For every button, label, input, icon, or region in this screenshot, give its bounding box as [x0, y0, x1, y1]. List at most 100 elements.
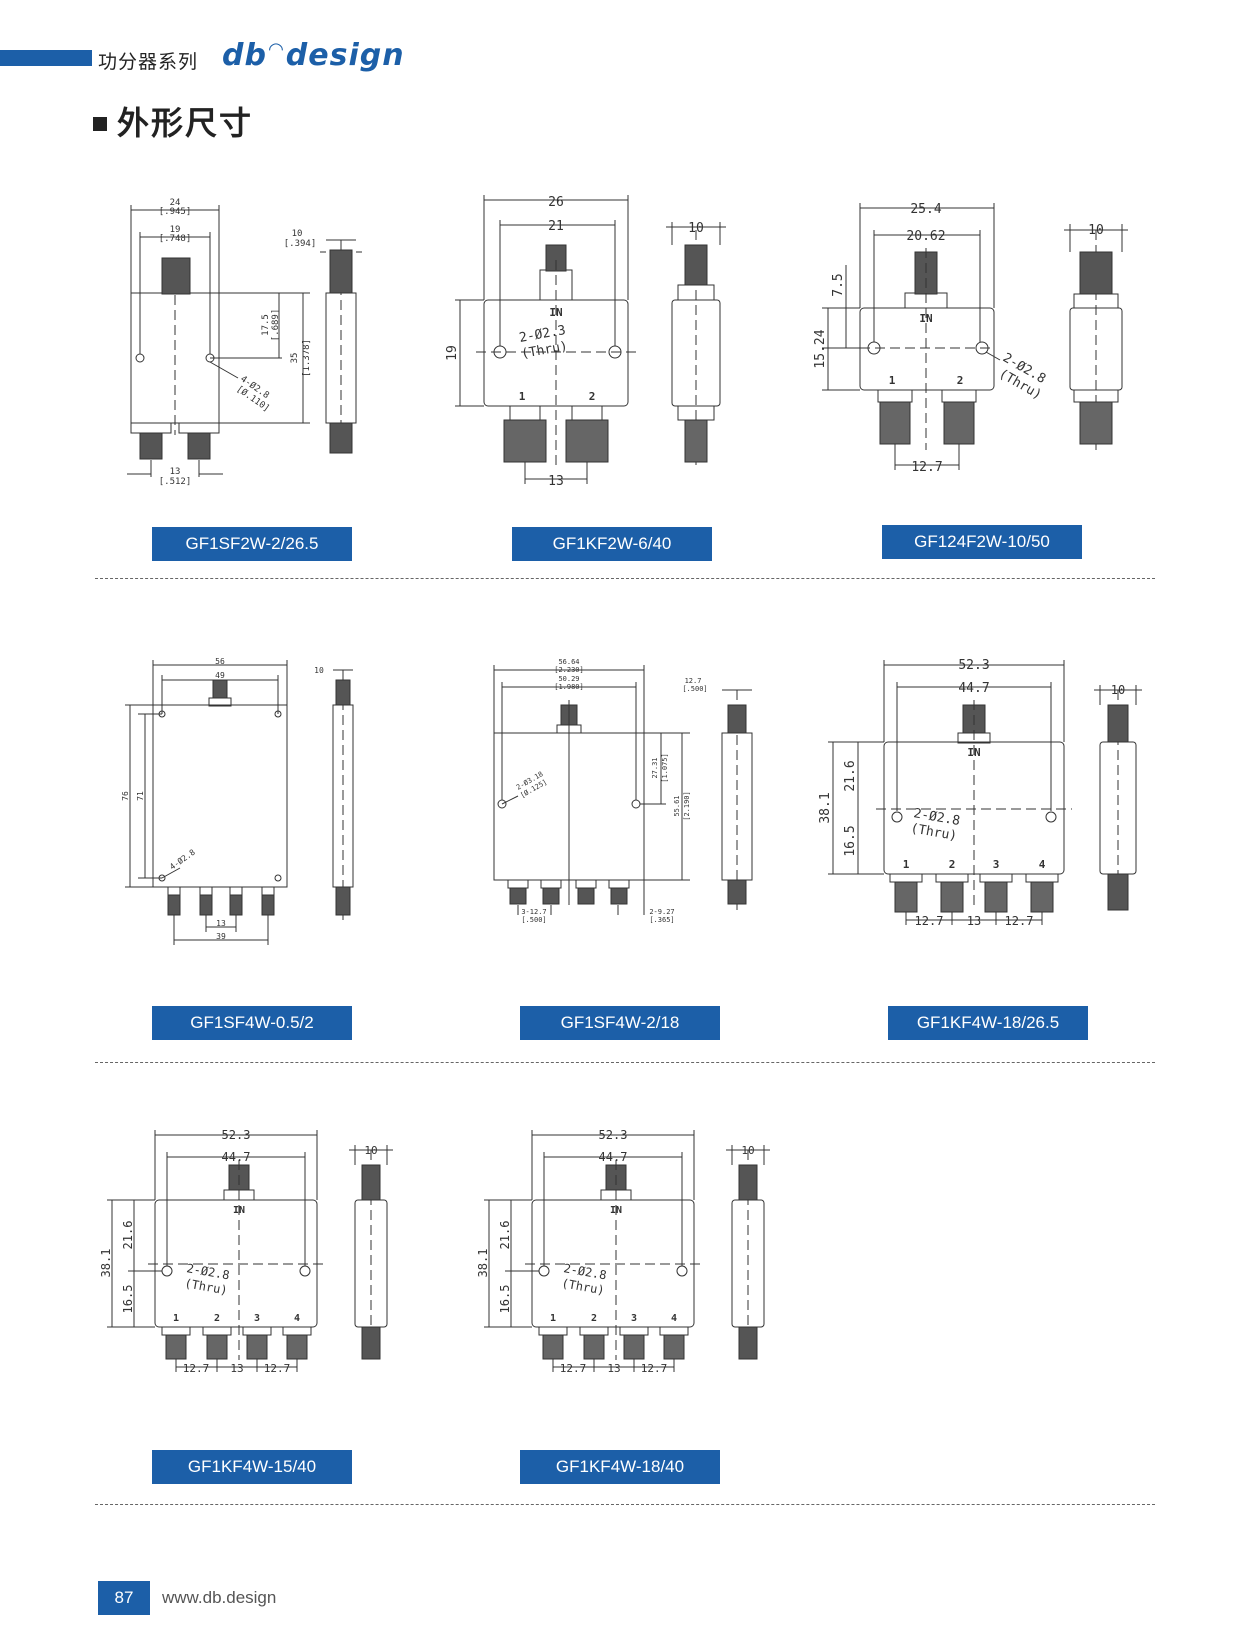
port-label: IN	[967, 746, 980, 759]
dim-text: 16.5	[121, 1285, 135, 1314]
dim-text: 21.6	[121, 1221, 135, 1250]
port-label: 2	[214, 1313, 220, 1324]
dim-text: 13	[216, 919, 226, 928]
port-label: 3	[993, 858, 1000, 871]
port-label: IN	[919, 312, 932, 325]
drawing-gf1kf4w-1840	[484, 1130, 770, 1372]
dim-text: 12.7	[685, 677, 702, 685]
dim-text: 26	[548, 195, 564, 210]
dim-text: 7.5	[831, 273, 846, 296]
section-divider	[95, 1504, 1155, 1505]
port-label: 4	[671, 1313, 677, 1324]
port-label: 3	[631, 1313, 637, 1324]
dim-text: 50.29	[558, 675, 579, 683]
dim-text: 10	[292, 229, 303, 239]
header-accent-bar	[0, 50, 92, 66]
model-label: GF1SF4W-0.5/2	[152, 1006, 352, 1040]
dim-text: 10	[688, 221, 704, 236]
dim-text: 13	[230, 1362, 243, 1375]
dim-text: [.512]	[159, 477, 192, 487]
dim-text: 56	[215, 657, 225, 666]
dim-text: 21	[548, 219, 564, 234]
dim-text: 38.1	[476, 1249, 490, 1278]
drawing-gf124f2w	[822, 203, 1128, 470]
section-divider	[95, 1062, 1155, 1063]
dim-text: 10	[1111, 683, 1125, 697]
dim-text: 21.6	[498, 1221, 512, 1250]
dim-text: 10	[314, 666, 324, 675]
port-label: 4	[1039, 858, 1046, 871]
dim-text: 15.24	[813, 329, 828, 368]
section-divider	[95, 578, 1155, 579]
port-label: 2	[957, 374, 964, 387]
section-title: 外形尺寸	[117, 104, 254, 142]
dim-text: 71	[136, 791, 145, 801]
wifi-icon: ◠	[268, 39, 284, 60]
dim-text: [1.075]	[661, 753, 669, 783]
port-label: 1	[903, 858, 910, 871]
port-label: 4	[294, 1313, 300, 1324]
port-label: 2	[589, 390, 596, 403]
dim-text: 3-12.7	[521, 908, 546, 916]
dim-text: [.689]	[271, 309, 281, 342]
dim-text: 10	[741, 1144, 754, 1157]
model-label: GF1KF4W-18/26.5	[888, 1006, 1088, 1040]
dim-text: 55.61	[673, 795, 681, 816]
port-label: IN	[233, 1205, 245, 1216]
drawing-gf1sf4w-218	[493, 665, 753, 915]
dim-text: 13	[967, 914, 981, 928]
dim-text: 17.5	[261, 314, 271, 336]
port-label: IN	[610, 1205, 622, 1216]
dim-text: 38.1	[99, 1249, 113, 1278]
dim-text: 39	[216, 932, 226, 941]
drawing-gf1kf4w-1826	[828, 660, 1142, 925]
dim-text: [1.980]	[554, 683, 584, 691]
dim-text: 19	[445, 345, 460, 361]
dim-text: [1.378]	[302, 339, 312, 377]
section-bullet-icon	[93, 117, 107, 131]
port-label: 1	[889, 374, 896, 387]
website-link[interactable]: www.db.design	[162, 1588, 277, 1607]
model-label: GF1KF2W-6/40	[512, 527, 712, 561]
dim-text: 12.7	[915, 914, 944, 928]
dim-text: 13	[548, 474, 564, 489]
port-label: 2	[949, 858, 956, 871]
dim-text: [.500]	[521, 916, 546, 924]
dim-text: [.500]	[682, 685, 707, 693]
dim-text: 52.3	[958, 658, 989, 673]
dim-text: 10	[364, 1144, 377, 1157]
dim-text: 10	[1088, 223, 1104, 238]
dim-text: 12.7	[1005, 914, 1034, 928]
dim-text: 27.31	[651, 757, 659, 778]
port-label: 1	[550, 1313, 556, 1324]
model-label: GF1SF2W-2/26.5	[152, 527, 352, 561]
dim-text: 2-9.27	[649, 908, 674, 916]
page-number: 87	[98, 1581, 150, 1615]
dim-text: 12.7	[183, 1362, 210, 1375]
dim-text: [.365]	[649, 916, 674, 924]
dim-text: 20.62	[906, 229, 945, 244]
dim-text: 52.3	[222, 1128, 251, 1142]
model-label: GF124F2W-10/50	[882, 525, 1082, 559]
dim-text: 44.7	[222, 1150, 251, 1164]
dim-text: 56.64	[558, 658, 579, 666]
drawing-gf1sf2w	[127, 205, 362, 477]
dim-text: 13	[607, 1362, 620, 1375]
dim-text: 35	[290, 353, 300, 364]
dim-text: 19	[170, 225, 181, 235]
dim-text: 4-Ø2.8	[167, 847, 197, 872]
drawing-gf1sf4w-05	[125, 660, 354, 945]
dim-text: [.945]	[159, 207, 192, 217]
drawing-gf1kf2w	[455, 195, 726, 484]
dim-text: 76	[121, 791, 130, 801]
dim-text: 12.7	[641, 1362, 668, 1375]
port-label: IN	[549, 306, 562, 319]
model-label: GF1SF4W-2/18	[520, 1006, 720, 1040]
dim-text: 12.7	[911, 460, 942, 475]
model-label: GF1KF4W-15/40	[152, 1450, 352, 1484]
dim-text: 16.5	[498, 1285, 512, 1314]
port-label: 2	[591, 1313, 597, 1324]
dim-text: [2.230]	[554, 666, 584, 674]
dim-text: 52.3	[599, 1128, 628, 1142]
